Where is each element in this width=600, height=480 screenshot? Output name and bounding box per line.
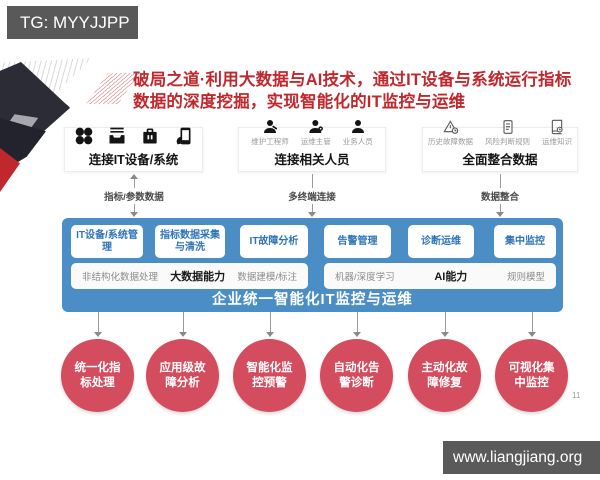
outcome-connector [266, 312, 274, 337]
dataset-label: 历史故障数据 [428, 137, 473, 146]
capability-box: 诊断运维 [408, 225, 474, 258]
slide-title: 破局之道·利用大数据与AI技术，通过IT设备与系统运行指标数据的深度挖掘，实现智… [133, 71, 572, 111]
source-group-people: 维护工程师 运维主管 业务人员 连接相关人员 [238, 120, 386, 172]
arrow-down-icon [496, 212, 504, 217]
fault-history-icon [442, 120, 458, 134]
flow-multi-terminal: 多终端连接 [262, 174, 362, 217]
page-number: 11 [572, 391, 581, 400]
tech-item: 规则模型 [506, 272, 545, 283]
top-watermark-text: TG: MYYJJPP [20, 12, 130, 32]
arrow-down-icon [94, 332, 102, 337]
source-group-data: 历史故障数据 风险判断规则 运维知识 全面整合数据 [422, 119, 578, 172]
source-group-label: 连接相关人员 [274, 153, 350, 167]
arrow-down-icon [266, 332, 274, 337]
app-modules-icon [75, 127, 93, 145]
outcome-connector [353, 312, 361, 337]
member-label: 维护工程师 [251, 137, 289, 146]
ai-capability-box: 机器/深度学习 AI能力 规则模型 [324, 263, 556, 289]
briefcase-icon [143, 128, 157, 144]
member-label: 运维主管 [300, 137, 331, 146]
arrow-down-icon [353, 332, 361, 337]
dataset-label: 运维知识 [542, 137, 572, 146]
outcome-circle: 应用级故障分析 [146, 339, 219, 412]
data-icon-row: 历史故障数据 风险判断规则 运维知识 [428, 119, 572, 147]
source-group-it-devices: 连接IT设备/系统 [64, 127, 203, 172]
arrow-down-icon [441, 332, 449, 337]
bottom-watermark-text: www.liangjiang.org [453, 448, 583, 466]
flow-label: 指标/参数数据 [104, 192, 164, 203]
member-label: 业务人员 [342, 137, 373, 146]
arrow-down-icon [308, 212, 316, 217]
business-user-icon [351, 120, 364, 133]
flow-data-integration: 数据整合 [450, 174, 550, 217]
arrow-down-icon [528, 332, 536, 337]
top-watermark: TG: MYYJJPP [7, 6, 138, 39]
supervisor-icon [309, 120, 323, 133]
tech-item: 数据建模/标注 [237, 272, 297, 283]
dataset-ops-knowledge: 运维知识 [542, 119, 572, 147]
source-group-label: 连接IT设备/系统 [88, 153, 179, 167]
capability-box: IT设备/系统管理 [71, 225, 143, 258]
capability-box: 告警管理 [324, 225, 391, 258]
outcome-circle: 统一化指标处理 [61, 339, 134, 412]
arrow-down-icon [179, 332, 187, 337]
risk-rule-icon [502, 120, 513, 134]
arrow-up-icon [130, 174, 138, 179]
flow-label: 多终端连接 [288, 192, 336, 203]
outcome-connector [441, 312, 449, 337]
platform-banner: 企业统一智能化IT监控与运维 [212, 292, 413, 308]
people-icon-row: 维护工程师 运维主管 业务人员 [251, 119, 373, 147]
arrow-down-icon [130, 212, 138, 217]
title-hatch-decoration [86, 73, 140, 104]
device-icon-row [74, 126, 193, 146]
bottom-watermark: www.liangjiang.org [443, 441, 600, 474]
outcome-circle: 智能化监控预警 [233, 339, 306, 412]
member-business-user: 业务人员 [343, 119, 373, 147]
platform-container: IT设备/系统管理 指标数据采集与清洗 IT故障分析 告警管理 诊断运维 集中监… [62, 218, 563, 312]
outcome-circle: 主动化故障修复 [408, 339, 481, 412]
server-icon [109, 127, 125, 144]
outcome-connector [179, 312, 187, 337]
source-group-label: 全面整合数据 [462, 153, 538, 167]
tech-title: 大数据能力 [170, 271, 226, 283]
outcome-circle: 可视化集中监控 [495, 339, 568, 412]
flow-metrics-data: 指标/参数数据 [84, 174, 184, 217]
dataset-risk-rules: 风险判断规则 [485, 119, 530, 147]
bigdata-capability-box: 非结构化数据处理 大数据能力 数据建模/标注 [71, 263, 308, 289]
capability-box: 集中监控 [494, 225, 556, 258]
outcome-connector [528, 312, 536, 337]
capability-box: 指标数据采集与清洗 [155, 225, 225, 258]
tech-item: 非结构化数据处理 [82, 272, 159, 283]
engineer-icon [264, 120, 278, 133]
tech-item: 机器/深度学习 [335, 272, 395, 283]
dataset-label: 风险判断规则 [485, 137, 530, 146]
member-maintenance-engineer: 维护工程师 [251, 119, 289, 147]
dataset-fault-history: 历史故障数据 [428, 119, 473, 147]
outcome-connector [94, 312, 102, 337]
outcome-circle: 自动化告警诊断 [320, 339, 393, 412]
ops-knowledge-icon [551, 119, 563, 135]
flow-label: 数据整合 [480, 192, 519, 203]
tech-title: AI能力 [434, 271, 468, 283]
capability-box: IT故障分析 [240, 225, 308, 258]
mobile-icon [176, 127, 191, 145]
member-ops-supervisor: 运维主管 [301, 119, 331, 147]
